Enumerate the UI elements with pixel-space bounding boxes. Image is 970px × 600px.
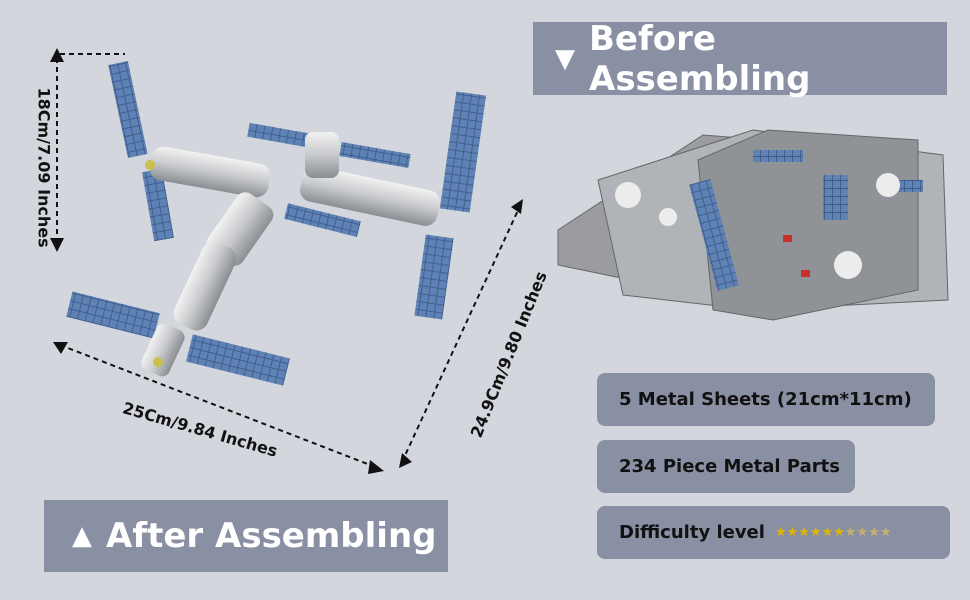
metal-sheets-text: 5 Metal Sheets (21cm*11cm) <box>619 389 912 410</box>
before-assembling-banner: ▼ Before Assembling <box>533 19 947 99</box>
star-empty-icon: ★ <box>856 525 869 540</box>
height-dimension-label: 18Cm/7.09 Inches <box>34 87 54 248</box>
triangle-up-icon: ▲ <box>72 521 92 551</box>
after-assembling-label: After Assembling <box>106 516 437 556</box>
metal-sheets-spec: 5 Metal Sheets (21cm*11cm) <box>597 373 935 426</box>
star-empty-icon: ★ <box>844 525 857 540</box>
star-filled-icon: ★ <box>786 525 799 540</box>
star-empty-icon: ★ <box>879 525 892 540</box>
solar-panels <box>66 60 487 386</box>
difficulty-stars-icon: ★★★★★★★★★★ <box>775 525 892 540</box>
metal-parts-spec: 234 Piece Metal Parts <box>597 440 855 493</box>
after-assembling-banner: ▲ After Assembling <box>44 500 448 572</box>
station-modules <box>141 132 440 377</box>
star-filled-icon: ★ <box>809 525 822 540</box>
star-filled-icon: ★ <box>821 525 834 540</box>
metal-parts-text: 234 Piece Metal Parts <box>619 456 840 477</box>
star-filled-icon: ★ <box>798 525 810 540</box>
star-empty-icon: ★ <box>868 525 880 540</box>
metal-sheets-image <box>557 129 949 321</box>
star-filled-icon: ★ <box>833 525 845 540</box>
difficulty-label: Difficulty level <box>619 522 765 543</box>
difficulty-spec: Difficulty level ★★★★★★★★★★ <box>597 506 950 559</box>
triangle-down-icon: ▼ <box>555 43 575 74</box>
before-assembling-label: Before Assembling <box>589 18 811 99</box>
dimension-arrows <box>50 48 523 474</box>
space-station-model <box>66 60 487 386</box>
sheet-solar-parts <box>689 150 923 291</box>
star-filled-icon: ★ <box>774 525 787 540</box>
